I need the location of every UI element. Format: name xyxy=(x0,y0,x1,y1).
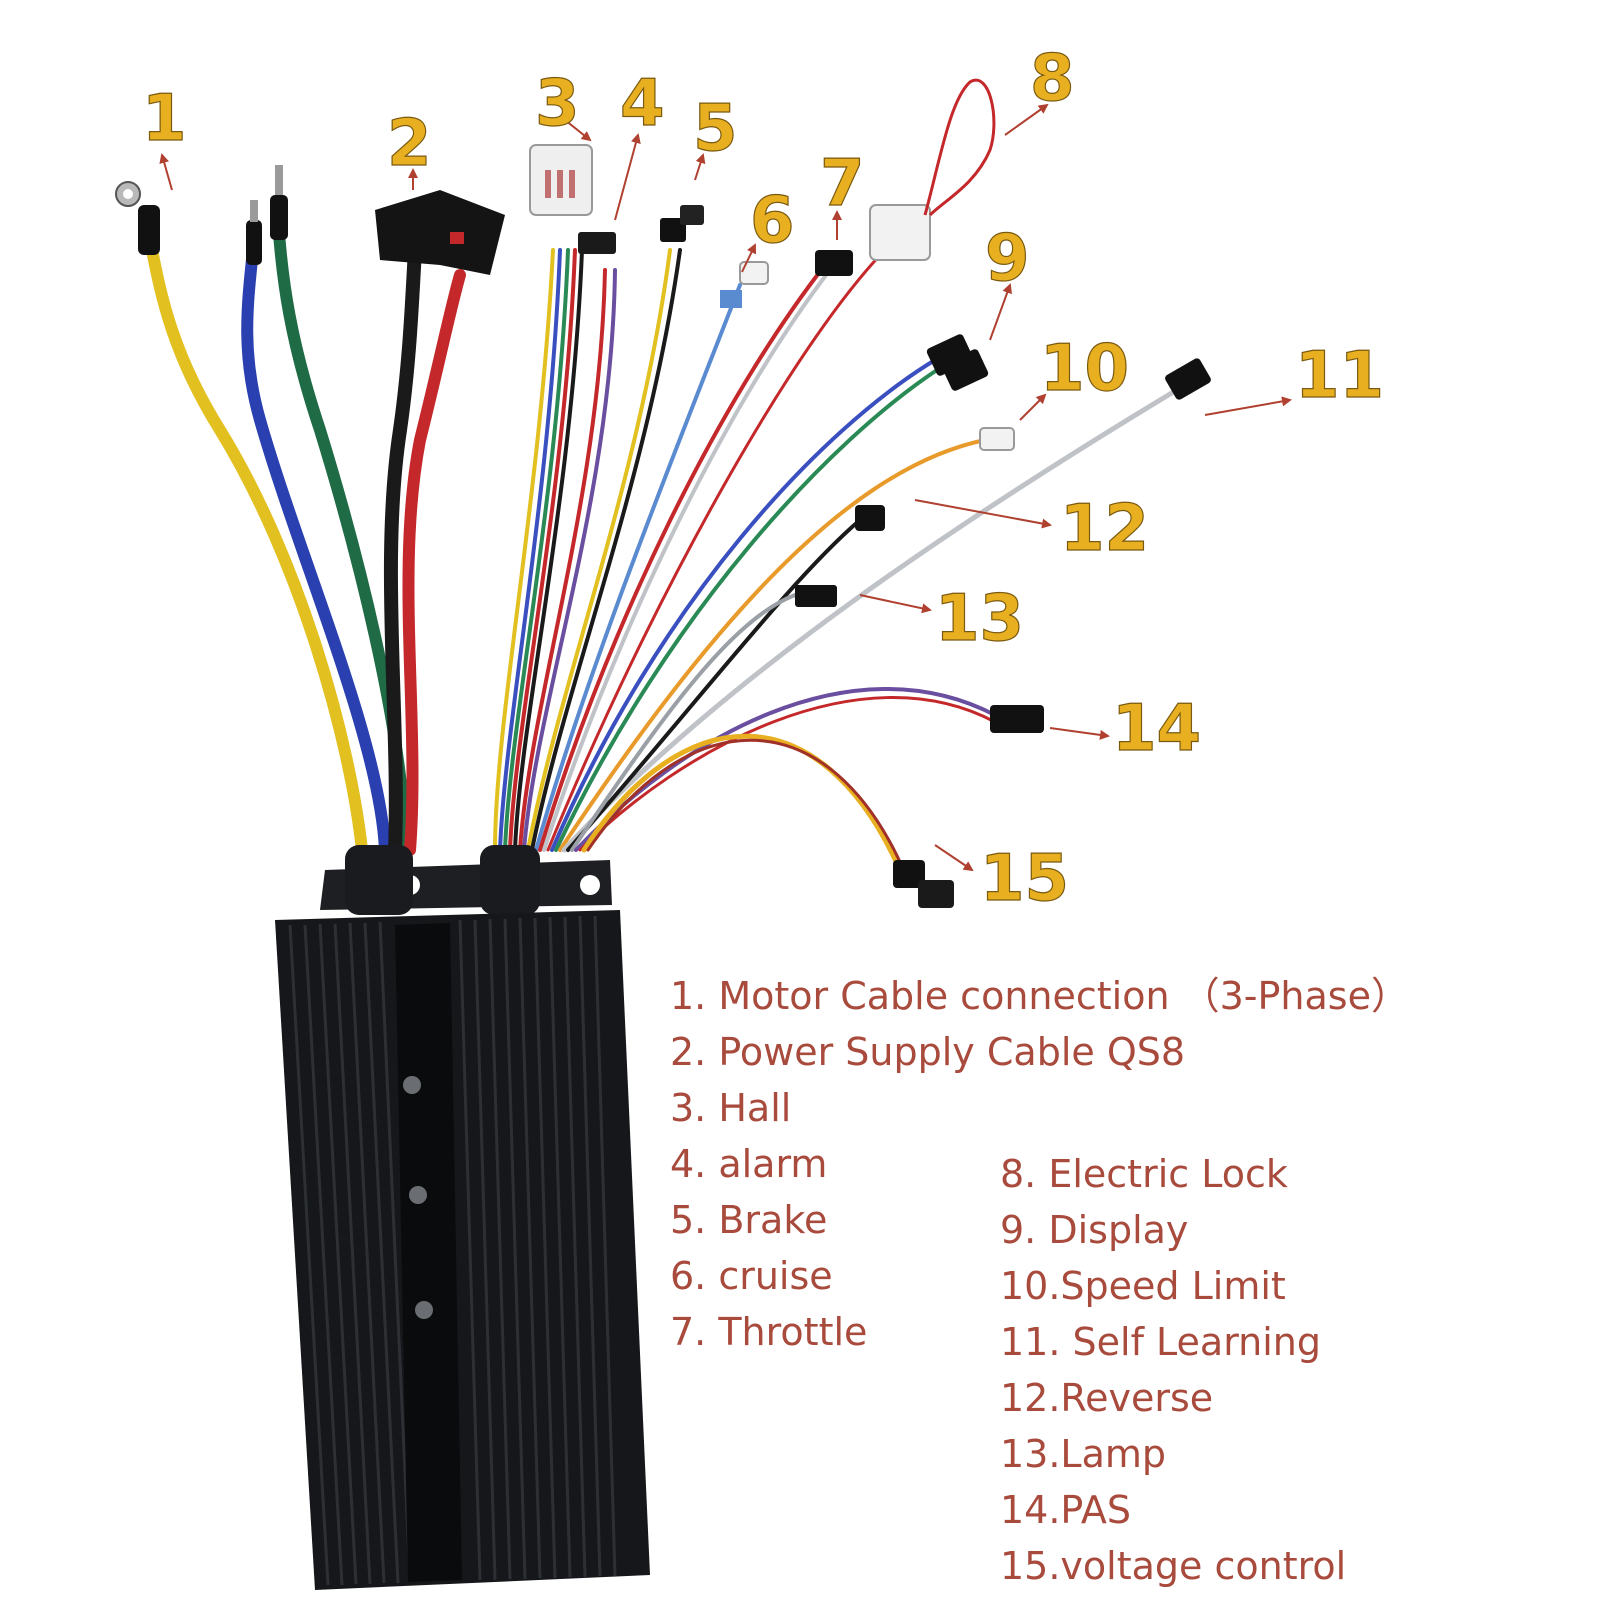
legend-item-7: 7. Throttle xyxy=(670,1310,868,1354)
connectors xyxy=(115,78,1211,908)
arrow-9 xyxy=(989,283,1012,341)
arrow-11 xyxy=(1204,396,1292,416)
arrow-15 xyxy=(934,844,974,872)
legend-item-13: 13.Lamp xyxy=(1000,1432,1167,1476)
lamp-connector xyxy=(795,585,837,607)
hall-wire-yellow xyxy=(493,248,555,852)
phase-wire-yellow xyxy=(144,234,368,856)
callout-6: 6 xyxy=(750,184,795,258)
power-wire-red xyxy=(402,269,466,856)
callout-5: 5 xyxy=(693,92,738,166)
alarm-connector xyxy=(578,232,616,254)
throttle-connector xyxy=(815,250,853,276)
cruise-wire-blue xyxy=(534,283,742,852)
legend-item-3: 3. Hall xyxy=(670,1086,792,1130)
brake-wire-black xyxy=(530,248,682,852)
voltage-wire-orange xyxy=(581,733,903,873)
voltage-wire-red xyxy=(586,738,907,875)
throttle-wire-red xyxy=(538,263,827,852)
hall-wire-red xyxy=(508,248,577,852)
hall-wire-green xyxy=(503,248,570,852)
cable-gland-right xyxy=(480,845,540,915)
arrow-3 xyxy=(564,119,592,142)
hall-connector xyxy=(529,144,593,216)
legend-item-11: 11. Self Learning xyxy=(1000,1320,1321,1364)
lock-wire-red xyxy=(546,238,897,852)
callout-8: 8 xyxy=(1030,42,1075,116)
legend-item-2: 2. Power Supply Cable QS8 xyxy=(670,1030,1186,1074)
legend-item-12: 12.Reverse xyxy=(1000,1376,1214,1420)
callout-13: 13 xyxy=(935,582,1024,656)
callout-3: 3 xyxy=(535,67,580,141)
cable-gland-left xyxy=(345,845,413,915)
speed-limit-connector xyxy=(979,427,1015,451)
legend-item-4: 4. alarm xyxy=(670,1142,828,1186)
blade-terminal-blue xyxy=(246,200,262,265)
callout-10: 10 xyxy=(1040,332,1129,406)
reverse-wire-black xyxy=(566,518,862,852)
power-wire-black xyxy=(383,243,422,857)
brake-wire-yellow xyxy=(526,248,672,852)
legend-item-8: 8. Electric Lock xyxy=(1000,1152,1288,1196)
alarm-wire-red xyxy=(518,268,607,852)
display-wire-blue xyxy=(550,358,937,852)
arrow-10 xyxy=(1019,393,1047,421)
lamp-wire-gray xyxy=(570,593,797,852)
display-connector xyxy=(926,334,989,391)
voltage-control-connector xyxy=(893,860,954,908)
callout-4: 4 xyxy=(620,67,665,141)
callout-arrows xyxy=(159,103,1292,872)
callout-14: 14 xyxy=(1112,692,1201,766)
callout-7: 7 xyxy=(820,147,865,221)
display-wire-green xyxy=(554,366,942,852)
speed-limit-wire-orange xyxy=(558,438,987,852)
throttle-wire-gray xyxy=(542,268,832,852)
arrow-8 xyxy=(1004,103,1049,136)
blade-terminal-green xyxy=(270,165,288,240)
arrow-12 xyxy=(914,499,1052,529)
callout-11: 11 xyxy=(1295,339,1384,413)
self-learning-wire-gray xyxy=(561,382,1188,853)
legend-item-9: 9. Display xyxy=(1000,1208,1189,1252)
legend-item-15: 15.voltage control xyxy=(1000,1544,1347,1588)
electric-lock-connector xyxy=(869,78,996,261)
callout-1: 1 xyxy=(142,82,187,156)
arrow-4 xyxy=(614,133,641,221)
heatsink-fins xyxy=(288,915,617,1586)
ring-terminal-yellow xyxy=(115,181,160,255)
callout-2: 2 xyxy=(387,107,432,181)
legend-item-10: 10.Speed Limit xyxy=(1000,1264,1286,1308)
arrow-5 xyxy=(694,153,706,181)
pas-connector xyxy=(990,705,1044,733)
legend-item-5: 5. Brake xyxy=(670,1198,828,1242)
wire-bundle xyxy=(144,214,1188,875)
reverse-connector xyxy=(855,505,885,531)
legend-item-1: 1. Motor Cable connection （3-Phase） xyxy=(670,974,1409,1018)
callout-15: 15 xyxy=(980,842,1069,916)
brake-connector xyxy=(660,205,704,242)
alarm-wire-purple xyxy=(522,268,617,852)
callout-12: 12 xyxy=(1060,492,1149,566)
cruise-connector xyxy=(720,261,769,308)
arrow-6 xyxy=(741,243,757,273)
callout-numbers: 1 2 3 4 5 6 7 8 9 10 11 12 13 14 15 xyxy=(141,41,1384,916)
arrow-14 xyxy=(1049,727,1110,740)
pas-wire-red xyxy=(578,696,997,852)
hall-wire-black xyxy=(513,248,584,852)
arrow-13 xyxy=(859,594,932,614)
arrow-1 xyxy=(159,153,173,191)
legend-item-14: 14.PAS xyxy=(1000,1488,1132,1532)
legend-item-6: 6. cruise xyxy=(670,1254,833,1298)
qs8-connector xyxy=(375,190,505,275)
callout-9: 9 xyxy=(985,222,1030,296)
controller-unit xyxy=(275,845,650,1590)
phase-wire-blue xyxy=(241,234,391,856)
self-learning-connector xyxy=(1165,358,1211,400)
hall-wire-blue xyxy=(498,248,562,852)
